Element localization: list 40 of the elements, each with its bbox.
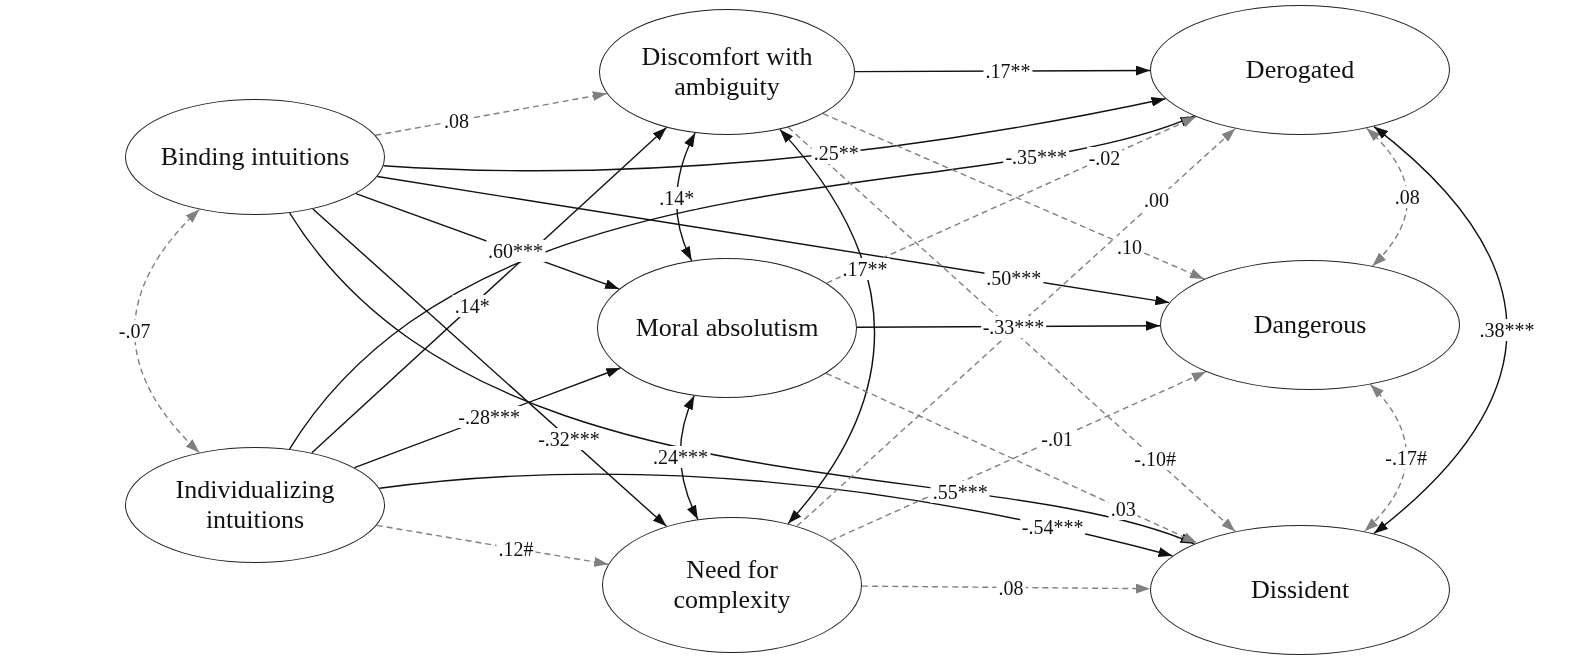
edge-label: .38*** (1477, 319, 1537, 341)
arrow (311, 126, 668, 454)
edge-label: .55*** (930, 480, 990, 503)
arrow (288, 212, 1196, 545)
node-label: Moral absolutism (635, 313, 819, 343)
edge-label: -.01 (1039, 427, 1075, 450)
double-headed-arrow (1365, 127, 1408, 267)
edge-label: -.17# (1383, 447, 1429, 469)
arrow (382, 96, 1167, 172)
node-label: Individualizing intuitions (174, 475, 336, 535)
node-label: Discomfort with ambiguity (640, 42, 814, 102)
edge-label: -.32*** (536, 427, 602, 450)
edge-label: .14* (452, 294, 492, 317)
edge-label: -.54*** (1019, 515, 1086, 538)
double-headed-arrow (1363, 383, 1407, 532)
node-label: Dangerous (1253, 310, 1367, 340)
arrow (376, 175, 1170, 306)
arrow (288, 115, 1196, 450)
node-label: Dissident (1250, 575, 1350, 605)
arrow (376, 524, 609, 567)
double-headed-arrow (1373, 125, 1508, 535)
arrow (312, 208, 668, 527)
node-label: Need for complexity (672, 555, 792, 615)
edge-label: .17** (840, 258, 890, 280)
node-label: Derogated (1245, 55, 1355, 85)
edge-label: -.10# (1132, 448, 1178, 471)
edge-label: .14* (657, 187, 697, 210)
arrow (378, 473, 1174, 558)
double-headed-arrow (779, 128, 876, 525)
arrow (861, 583, 1151, 594)
edge-label: -.28*** (456, 406, 522, 429)
node-label: Binding intuitions (160, 142, 350, 172)
double-headed-arrow (133, 208, 200, 454)
edge-label: .60*** (486, 240, 545, 263)
edge-label: .00 (1141, 189, 1171, 212)
edge-label: -.02 (1086, 147, 1123, 169)
arrow (374, 91, 608, 136)
edge-label: .24*** (651, 445, 710, 468)
edge-label: -.33*** (980, 315, 1047, 338)
edge-label: -.07 (116, 320, 153, 342)
